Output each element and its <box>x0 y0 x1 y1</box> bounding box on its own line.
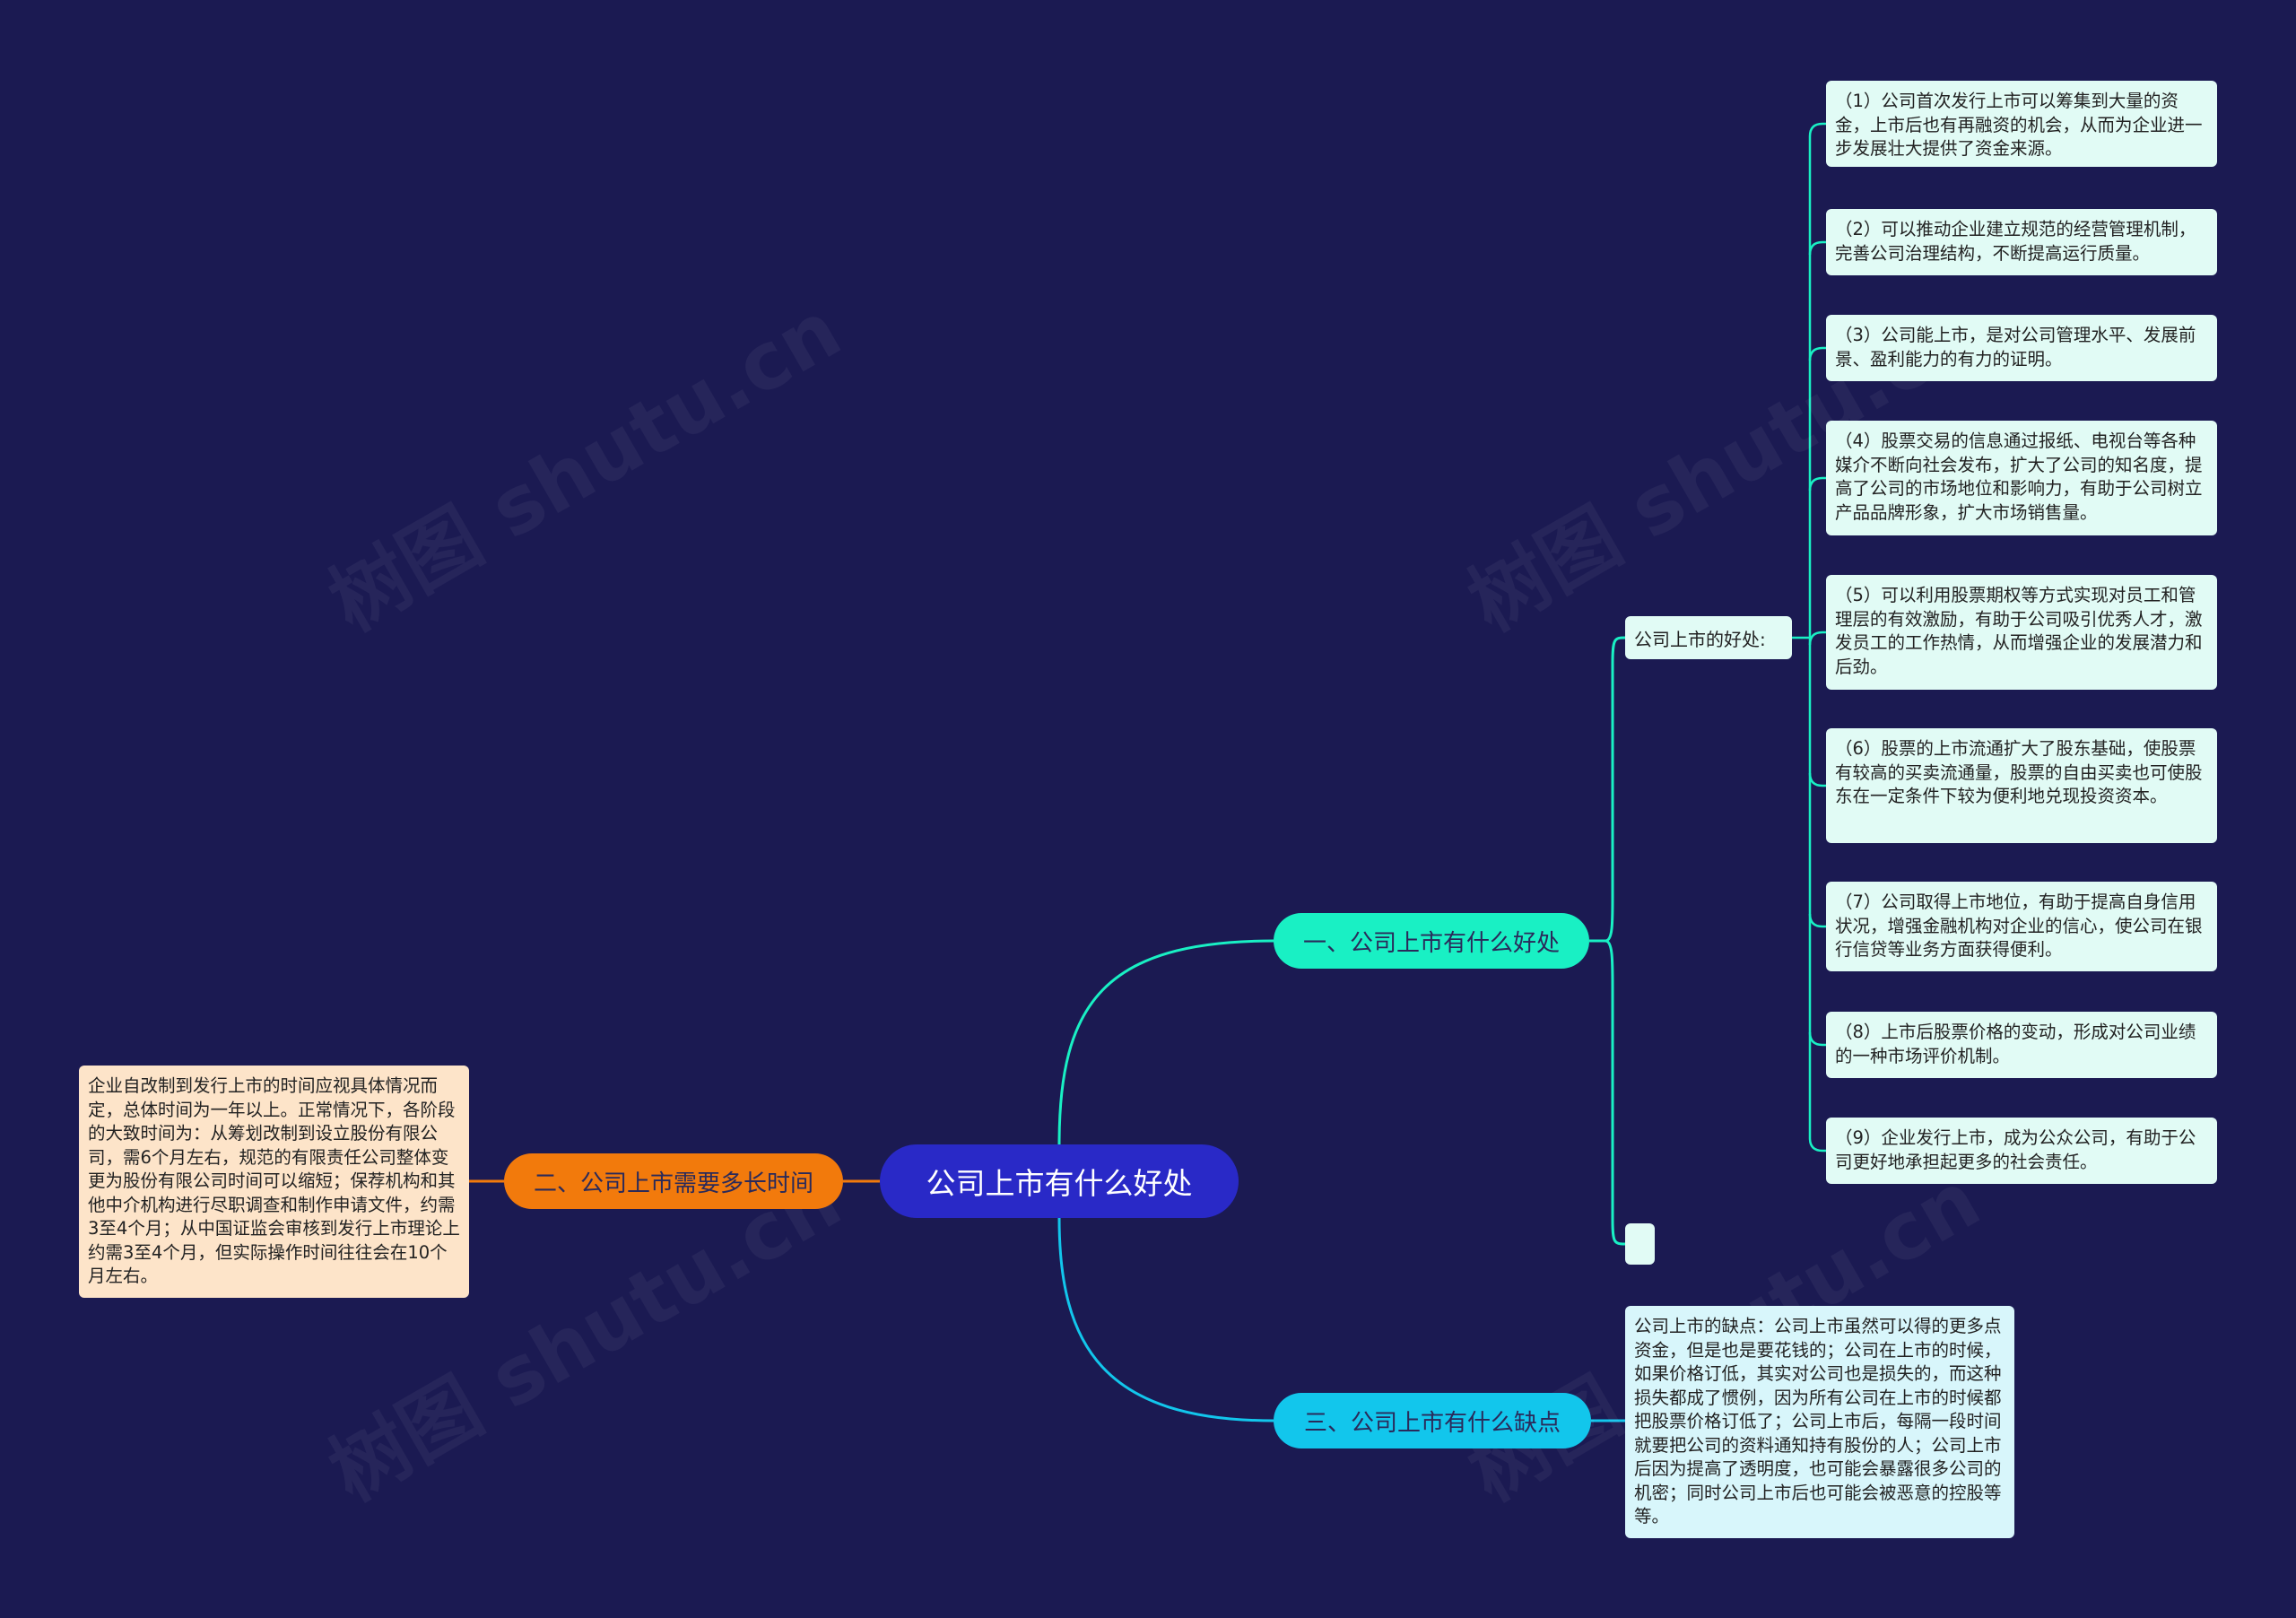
advantage-item-3[interactable]: （3）公司能上市，是对公司管理水平、发展前景、盈利能力的有力的证明。 <box>1826 315 2217 381</box>
leaf-link <box>1808 346 1826 361</box>
link-root-b3 <box>1057 1217 1274 1422</box>
advantage-item-2[interactable]: （2）可以推动企业建立规范的经营管理机制，完善公司治理结构，不断提高运行质量。 <box>1826 209 2217 275</box>
leaf-link <box>1808 631 1826 646</box>
leaf-link <box>1808 913 1826 928</box>
leaf-link <box>1808 240 1826 256</box>
advantage-item-6[interactable]: （6）股票的上市流通扩大了股东基础，使股票有较高的买卖流通量，股票的自由买卖也可… <box>1826 728 2217 843</box>
advantage-item-8[interactable]: （8）上市后股票价格的变动，形成对公司业绩的一种市场评价机制。 <box>1826 1012 2217 1078</box>
disadvantages-text[interactable]: 公司上市的缺点：公司上市虽然可以得的更多点资金，但是也是要花钱的；公司在上市的时… <box>1625 1306 2014 1538</box>
link-b1-empty <box>1605 939 1626 1246</box>
branch-disadvantages[interactable]: 三、公司上市有什么缺点 <box>1274 1393 1591 1448</box>
link-root-b1 <box>1057 939 1274 1145</box>
listing-time-text[interactable]: 企业自改制到发行上市的时间应视具体情况而定，总体时间为一年以上。正常情况下，各阶… <box>79 1066 469 1298</box>
leaf-link <box>1808 476 1826 491</box>
link-b1-sub <box>1589 636 1626 943</box>
advantage-item-1[interactable]: （1）公司首次发行上市可以筹集到大量的资金，上市后也有再融资的机会，从而为企业进… <box>1826 81 2217 167</box>
advantage-item-4[interactable]: （4）股票交易的信息通过报纸、电视台等各种媒介不断向社会发布，扩大了公司的知名度… <box>1826 421 2217 535</box>
leaf-link <box>1808 772 1826 787</box>
branch-advantages[interactable]: 一、公司上市有什么好处 <box>1274 913 1589 969</box>
branch-listing-time[interactable]: 二、公司上市需要多长时间 <box>504 1153 843 1209</box>
advantage-item-5[interactable]: （5）可以利用股票期权等方式实现对员工和管理层的有效激励，有助于公司吸引优秀人才… <box>1826 575 2217 690</box>
empty-topic[interactable] <box>1625 1223 1655 1265</box>
leaf-link <box>1808 1137 1826 1153</box>
leaf-links <box>1792 122 1826 1153</box>
advantage-item-9[interactable]: （9）企业发行上市，成为公众公司，有助于公司更好地承担起更多的社会责任。 <box>1826 1118 2217 1184</box>
leaf-link <box>1808 122 1826 137</box>
advantages-subtopic[interactable]: 公司上市的好处: <box>1625 616 1792 659</box>
leaf-link <box>1808 1031 1826 1047</box>
advantage-item-7[interactable]: （7）公司取得上市地位，有助于提高自身信用状况，增强金融机构对企业的信心，使公司… <box>1826 882 2217 971</box>
root-topic[interactable]: 公司上市有什么好处 <box>880 1144 1239 1218</box>
